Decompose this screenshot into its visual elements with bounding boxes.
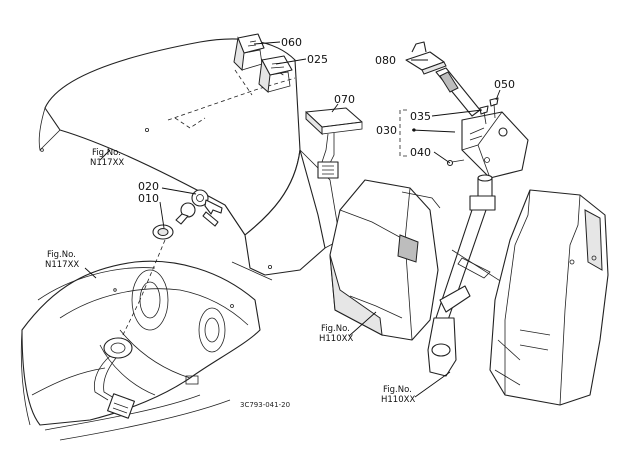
rear-cover-right xyxy=(489,189,609,406)
label-080: 080 xyxy=(375,54,396,67)
fig-ref-mid-right-line1: Fig.No. xyxy=(321,324,350,334)
label-025: 025 xyxy=(307,53,328,66)
rocker-switch-025 xyxy=(258,55,293,94)
fig-ref-mid-left-line2: N117XX xyxy=(45,260,79,270)
label-030: 030 xyxy=(376,124,397,137)
fig-ref-mid-right-line2: H110XX xyxy=(319,334,353,344)
fig-ref-mid-left-line1: Fig.No. xyxy=(47,250,76,260)
leader-lines xyxy=(84,41,501,398)
switch-lever-arm xyxy=(435,67,481,117)
dashboard-cover xyxy=(38,38,341,281)
label-020: 020 xyxy=(138,180,159,193)
fig-ref-bottom-right-line2: H110XX xyxy=(381,395,415,405)
indicator-module-070 xyxy=(305,107,363,179)
switch-body-030 xyxy=(461,111,529,179)
drawing-code: 3C793-041-20 xyxy=(240,401,290,409)
part-number-labels: 060 025 070 080 050 035 030 040 020 010 xyxy=(138,36,515,205)
label-035: 035 xyxy=(410,110,431,123)
rocker-switch-060 xyxy=(233,33,265,72)
label-010: 010 xyxy=(138,192,159,205)
combination-switch-080 xyxy=(405,41,447,75)
lower-dash-panel xyxy=(20,239,261,441)
label-070: 070 xyxy=(334,93,355,106)
screw-035 xyxy=(479,105,489,125)
steering-column xyxy=(427,174,536,377)
label-040: 040 xyxy=(410,146,431,159)
label-060: 060 xyxy=(281,36,302,49)
fig-ref-bottom-right-line1: Fig.No. xyxy=(383,385,412,395)
dash-housing-left xyxy=(329,179,441,341)
label-050: 050 xyxy=(494,78,515,91)
fig-ref-top-left-line1: Fig.No. xyxy=(92,148,121,158)
ignition-bezel-010 xyxy=(152,224,174,240)
ignition-switch-harness xyxy=(93,337,135,419)
fig-ref-top-left-line2: N117XX xyxy=(90,158,124,168)
figure-references: Fig.No. N117XX Fig.No. N117XX Fig.No. H1… xyxy=(45,148,415,405)
assembly-bracket-030 xyxy=(399,109,416,157)
